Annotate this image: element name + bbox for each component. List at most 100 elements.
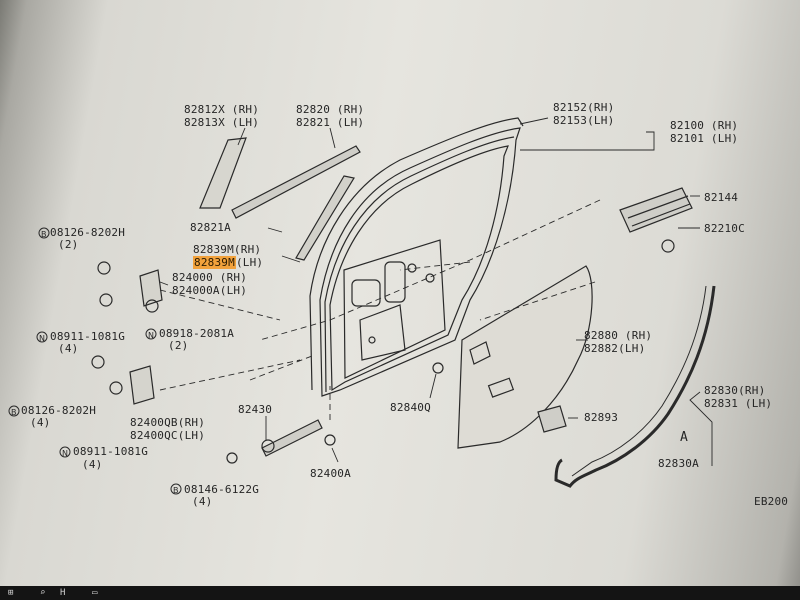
label-82830a: 82830A [658,457,699,470]
door-weatherstrip-inner [571,285,707,477]
label-82400qa: 824000A(LH) [172,284,248,297]
label-824000-rh: 824000 (RH) [172,271,248,284]
corner-glass [199,137,247,209]
marker-a: A [680,430,689,445]
label-08126-b: 08126-8202H [21,404,97,417]
label-82839m-rh: 82839M(RH) [193,243,262,256]
trim-panel-notch [469,341,491,365]
label-82100: 82100 (RH) [670,119,739,132]
taskbar: ⊞ ⌕ H ▭ [0,586,800,600]
hinge-nut-1 [99,293,113,307]
check-bolt [226,452,238,464]
circled-n-1: N [39,334,45,343]
regulator-rail [627,195,689,219]
label-82400qb: 82400QB(RH) [130,416,206,429]
label-82400a: 82400A [310,467,351,480]
leader-dash-1 [259,199,601,341]
leader-82400a [331,447,339,463]
circled-b-2: B [11,408,17,417]
leader-82840q [429,373,437,399]
seal-screen [537,405,567,433]
hinge-nut-2 [145,299,159,313]
label-82430: 82430 [238,403,273,416]
folder-icon[interactable]: ▭ [92,588,98,598]
leader-dash-4 [159,289,281,321]
label-82831: 82831 (LH) [704,397,773,410]
upper-hinge [139,269,163,307]
label-82813x: 82813X (LH) [184,116,260,129]
leader-82821a [267,227,283,233]
circled-n-3: N [62,449,68,458]
leader-82839m [281,255,301,263]
leader-dash-5 [159,359,301,391]
label-08126-a: 08126-8202H [50,226,126,239]
label-82840q: 82840Q [390,401,431,414]
trim-panel-tab [487,377,515,398]
label-82821a: 82821A [190,221,231,234]
leader-dash-2 [399,261,471,271]
label-08918: 08918-2081A [159,327,235,340]
taskbar-app-label[interactable]: H [60,588,66,598]
label-08126-a-qty: (2) [58,238,79,251]
leader-82152 [519,117,549,125]
leader-82812x [237,127,246,146]
door-sash-inner [329,145,509,392]
label-08918-qty: (2) [168,339,189,352]
door-cutout-2 [384,261,406,303]
leader-dash-3 [479,281,596,321]
door-inner-panel [343,239,446,379]
door-regulator [619,187,693,233]
circled-b-1: B [41,230,47,239]
hinge-nut-3 [109,381,123,395]
circled-markers: B N N B N B [8,227,182,495]
label-08911-b: 08911-1081G [73,445,149,458]
door-hole-3 [368,336,376,344]
search-icon[interactable]: ⌕ [40,588,46,598]
label-82839m-lh-side: (LH) [235,256,264,269]
label-82210c: 82210C [704,222,745,235]
label-08911-a: 08911-1081G [50,330,126,343]
leader-82820 [329,127,336,149]
panel-clip [432,362,444,374]
door-cutout-3 [359,304,406,361]
check-screw [324,434,336,446]
lower-hinge [129,365,155,405]
hinge-bolt-1 [97,261,111,275]
trim-panel [457,265,593,449]
label-82830: 82830(RH) [704,384,766,397]
label-08911-b-qty: (4) [82,458,103,471]
circled-b-3: B [173,486,179,495]
label-82144: 82144 [704,191,739,204]
door-weatherstrip [554,285,716,488]
label-82820: 82820 (RH) [296,103,365,116]
regulator-fastener [661,239,675,253]
label-82821: 82821 (LH) [296,116,365,129]
label-82893: 82893 [584,411,619,424]
leader-824000 [159,281,169,286]
glass-run-channel [309,117,524,391]
label-82839m-lh: 82839M(LH) [193,256,264,269]
leader-82830 [689,391,713,466]
label-82152: 82152(RH) [553,101,615,114]
belt-moulding [231,145,361,219]
hinge-bolt-2 [91,355,105,369]
door-check-link [261,419,323,457]
label-08146-qty: (4) [192,495,213,508]
highlighted-part-number: 82839M [193,256,236,269]
sash-strip [295,175,355,261]
door-cutout-1 [351,279,381,307]
windows-icon[interactable]: ⊞ [8,588,14,598]
label-eb200: EB200 [754,495,789,508]
label-82882: 82882(LH) [584,342,646,355]
label-82101: 82101 (LH) [670,132,739,145]
door-sash-line [324,136,515,393]
label-82880: 82880 (RH) [584,329,653,342]
label-08911-a-qty: (4) [58,342,79,355]
regulator-rail-2 [631,203,691,227]
circled-n-2: N [148,331,154,340]
leader-dash-6 [249,355,313,381]
label-82812x: 82812X (RH) [184,103,260,116]
door-sash-outer [319,127,521,397]
door-hole-2 [425,273,435,283]
